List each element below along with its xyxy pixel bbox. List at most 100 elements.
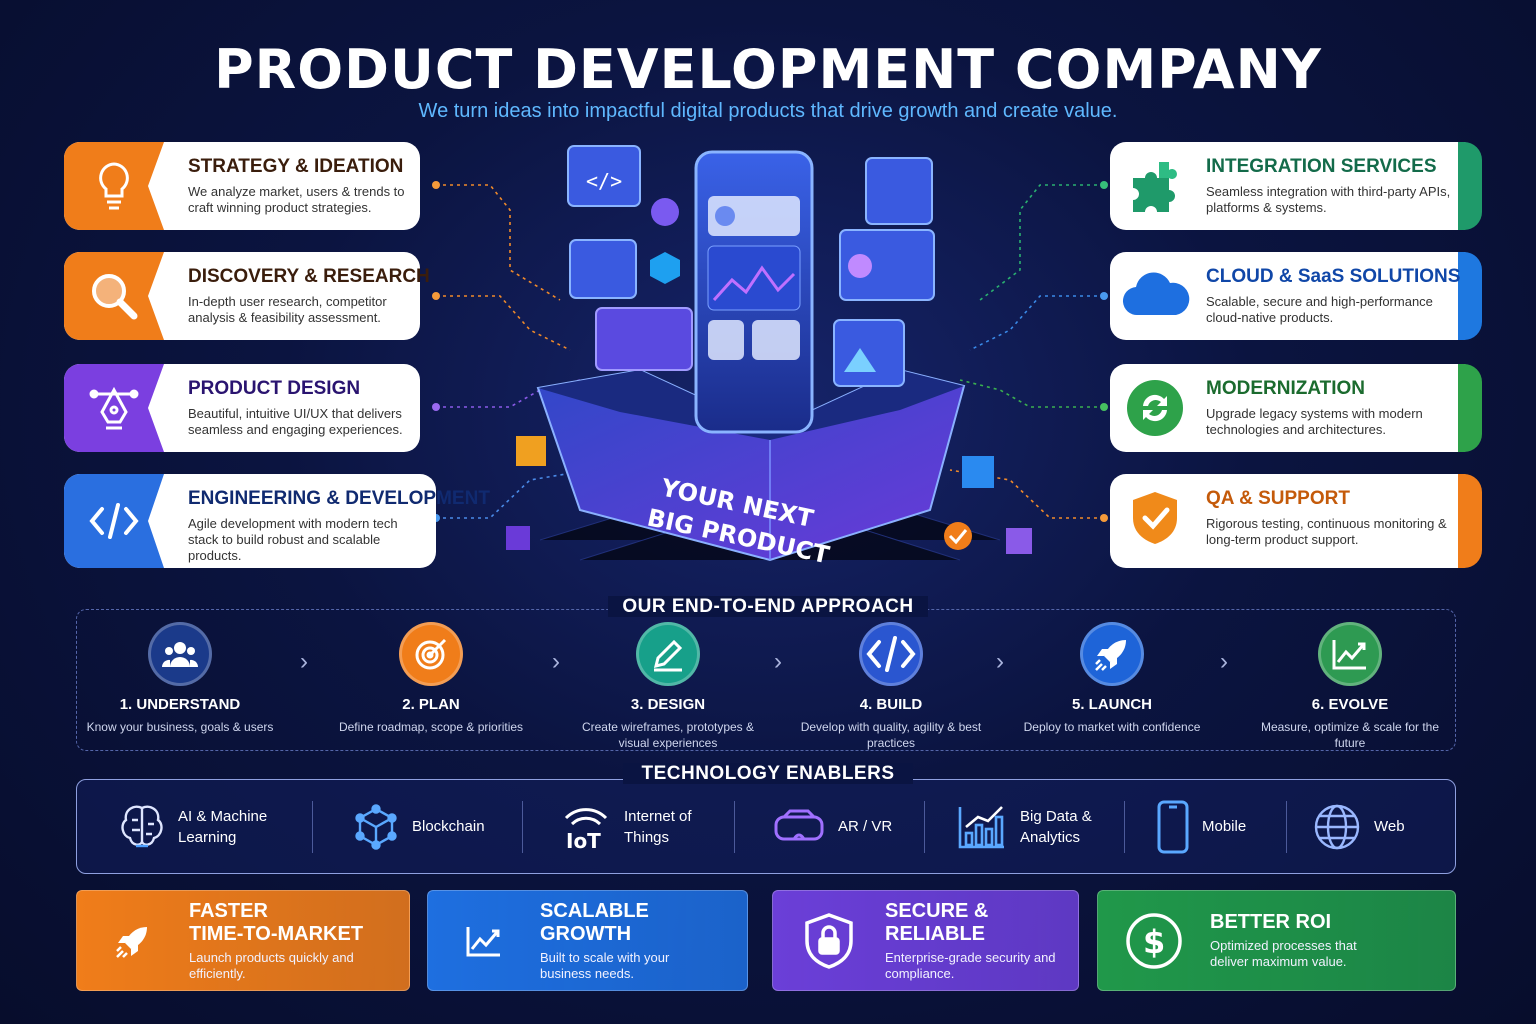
tech-item-2: Blockchain [352, 779, 485, 874]
code-icon [859, 622, 923, 686]
benefit-title-line1: SECURE & [885, 899, 989, 922]
step-arrow-icon: › [1220, 648, 1228, 675]
tech-item-5: Big Data & Analytics [956, 779, 1092, 874]
step-arrow-icon: › [774, 648, 782, 675]
tech-label-line2: Learning [178, 828, 237, 846]
service-card-desc: Rigorous testing, continuous monitoring … [1206, 516, 1447, 547]
step-desc: Measure, optimize & scale for the future [1260, 720, 1440, 750]
tech-label: AR / VR [838, 816, 892, 837]
target-icon [399, 622, 463, 686]
tech-label-line1: Big Data & [1020, 807, 1092, 825]
tech-divider [1286, 801, 1287, 853]
service-card-title: INTEGRATION SERVICES [1206, 156, 1437, 177]
service-card-title: QA & SUPPORT [1206, 488, 1350, 509]
page-subtitle: We turn ideas into impactful digital pro… [418, 100, 1118, 122]
growth-chart-icon [428, 923, 540, 959]
approach-step-5: 5. LAUNCH Deploy to market with confidenc… [1012, 622, 1212, 735]
service-card-accent [1456, 142, 1482, 230]
hero-illustration: </> YOUR NEXT BIG PRODUCT [506, 145, 1032, 569]
step-name: 1. UNDERSTAND [119, 696, 241, 713]
tech-label-line1: Blockchain [412, 818, 485, 835]
vr-headset-icon [772, 809, 826, 845]
approach-step-1: 1. UNDERSTAND Know your business, goals &… [80, 622, 280, 735]
benefit-title-line1: FASTER [189, 899, 268, 922]
globe-icon [1312, 802, 1362, 852]
brain-icon [118, 802, 166, 852]
service-card-8[interactable]: QA & SUPPORT Rigorous testing, continuous… [1110, 474, 1482, 568]
step-desc: Define roadmap, scope & priorities [338, 720, 524, 734]
tech-title: TECHNOLOGY ENABLERS [0, 763, 1536, 785]
tech-item-7: Web [1312, 779, 1405, 874]
service-card-4[interactable]: ENGINEERING & DEVELOPMENT Agile developme… [64, 474, 490, 568]
service-card-6[interactable]: CLOUD & SaaS SOLUTIONS Scalable, secure a… [1110, 252, 1482, 340]
step-name: 6. EVOLVE [1311, 696, 1389, 713]
connector-lines [432, 181, 1108, 522]
tech-label-line1: Mobile [1202, 818, 1247, 835]
tech-panel [76, 779, 1456, 874]
step-name: 5. LAUNCH [1071, 696, 1152, 713]
tech-label-line2: Things [624, 828, 670, 846]
magnifier-icon [64, 252, 164, 340]
step-arrow-icon: › [300, 648, 308, 675]
svg-text:</>: </> [586, 169, 622, 193]
service-card-accent [1456, 474, 1482, 568]
tech-label: Blockchain [412, 816, 485, 837]
step-desc: Deploy to market with confidence [1023, 720, 1201, 734]
service-card-title: MODERNIZATION [1206, 378, 1366, 399]
benefit-desc: Launch products quickly and efficiently. [189, 949, 354, 981]
benefit-desc: Optimized processes that deliver maximum… [1210, 938, 1357, 969]
service-card-accent [1456, 364, 1482, 452]
step-desc: Know your business, goals & users [86, 720, 274, 734]
service-card-title: CLOUD & SaaS SOLUTIONS [1206, 266, 1461, 287]
tech-label-line1: Internet of [624, 807, 692, 825]
tech-item-4: AR / VR [772, 779, 892, 874]
approach-title: OUR END-TO-END APPROACH [0, 596, 1536, 618]
code-icon [64, 474, 164, 568]
tech-label-line1: Web [1374, 818, 1405, 835]
service-card-accent-mask [1436, 142, 1458, 230]
iot-icon: IoT [560, 802, 612, 852]
service-card-title: ENGINEERING & DEVELOPMENT [188, 488, 490, 509]
tech-divider [522, 801, 523, 853]
step-name: 3. DESIGN [630, 696, 706, 713]
shield-lock-icon [773, 911, 885, 971]
service-card-7[interactable]: MODERNIZATION Upgrade legacy systems with… [1110, 364, 1482, 452]
benefit-title-line1: SCALABLE [540, 899, 649, 922]
benefit-text: BETTER ROI Optimized processes that deliv… [1210, 911, 1390, 970]
tech-item-6: Mobile [1156, 779, 1246, 874]
step-name: 4. BUILD [859, 696, 923, 713]
refresh-icon [1110, 364, 1200, 452]
blockchain-icon [352, 803, 400, 851]
shield-check-icon [1110, 474, 1200, 562]
tech-label: Internet of Things [624, 806, 692, 848]
cloud-icon [1110, 252, 1200, 340]
svg-text:$: $ [1143, 923, 1165, 961]
service-card-desc: Agile development with modern tech stack… [188, 516, 398, 563]
service-card-desc: We analyze market, users & trends to cra… [188, 184, 405, 215]
benefit-card-4: $ BETTER ROI Optimized processes that deli… [1097, 890, 1456, 991]
tech-label-line2: Analytics [1020, 828, 1081, 846]
tech-label-line1: AR / VR [838, 818, 893, 835]
mobile-icon [1156, 799, 1190, 855]
tech-item-3: IoT Internet of Things [560, 779, 692, 874]
rocket-icon [77, 921, 189, 961]
tech-divider [312, 801, 313, 853]
benefit-title-line1: BETTER ROI [1210, 911, 1332, 933]
step-arrow-icon: › [552, 648, 560, 675]
benefit-desc: Enterprise-grade security and compliance… [885, 949, 1056, 981]
service-card-desc: Scalable, secure and high-performance cl… [1206, 294, 1433, 325]
dollar-icon: $ [1098, 911, 1210, 971]
service-card-desc: Upgrade legacy systems with modern techn… [1206, 406, 1423, 437]
